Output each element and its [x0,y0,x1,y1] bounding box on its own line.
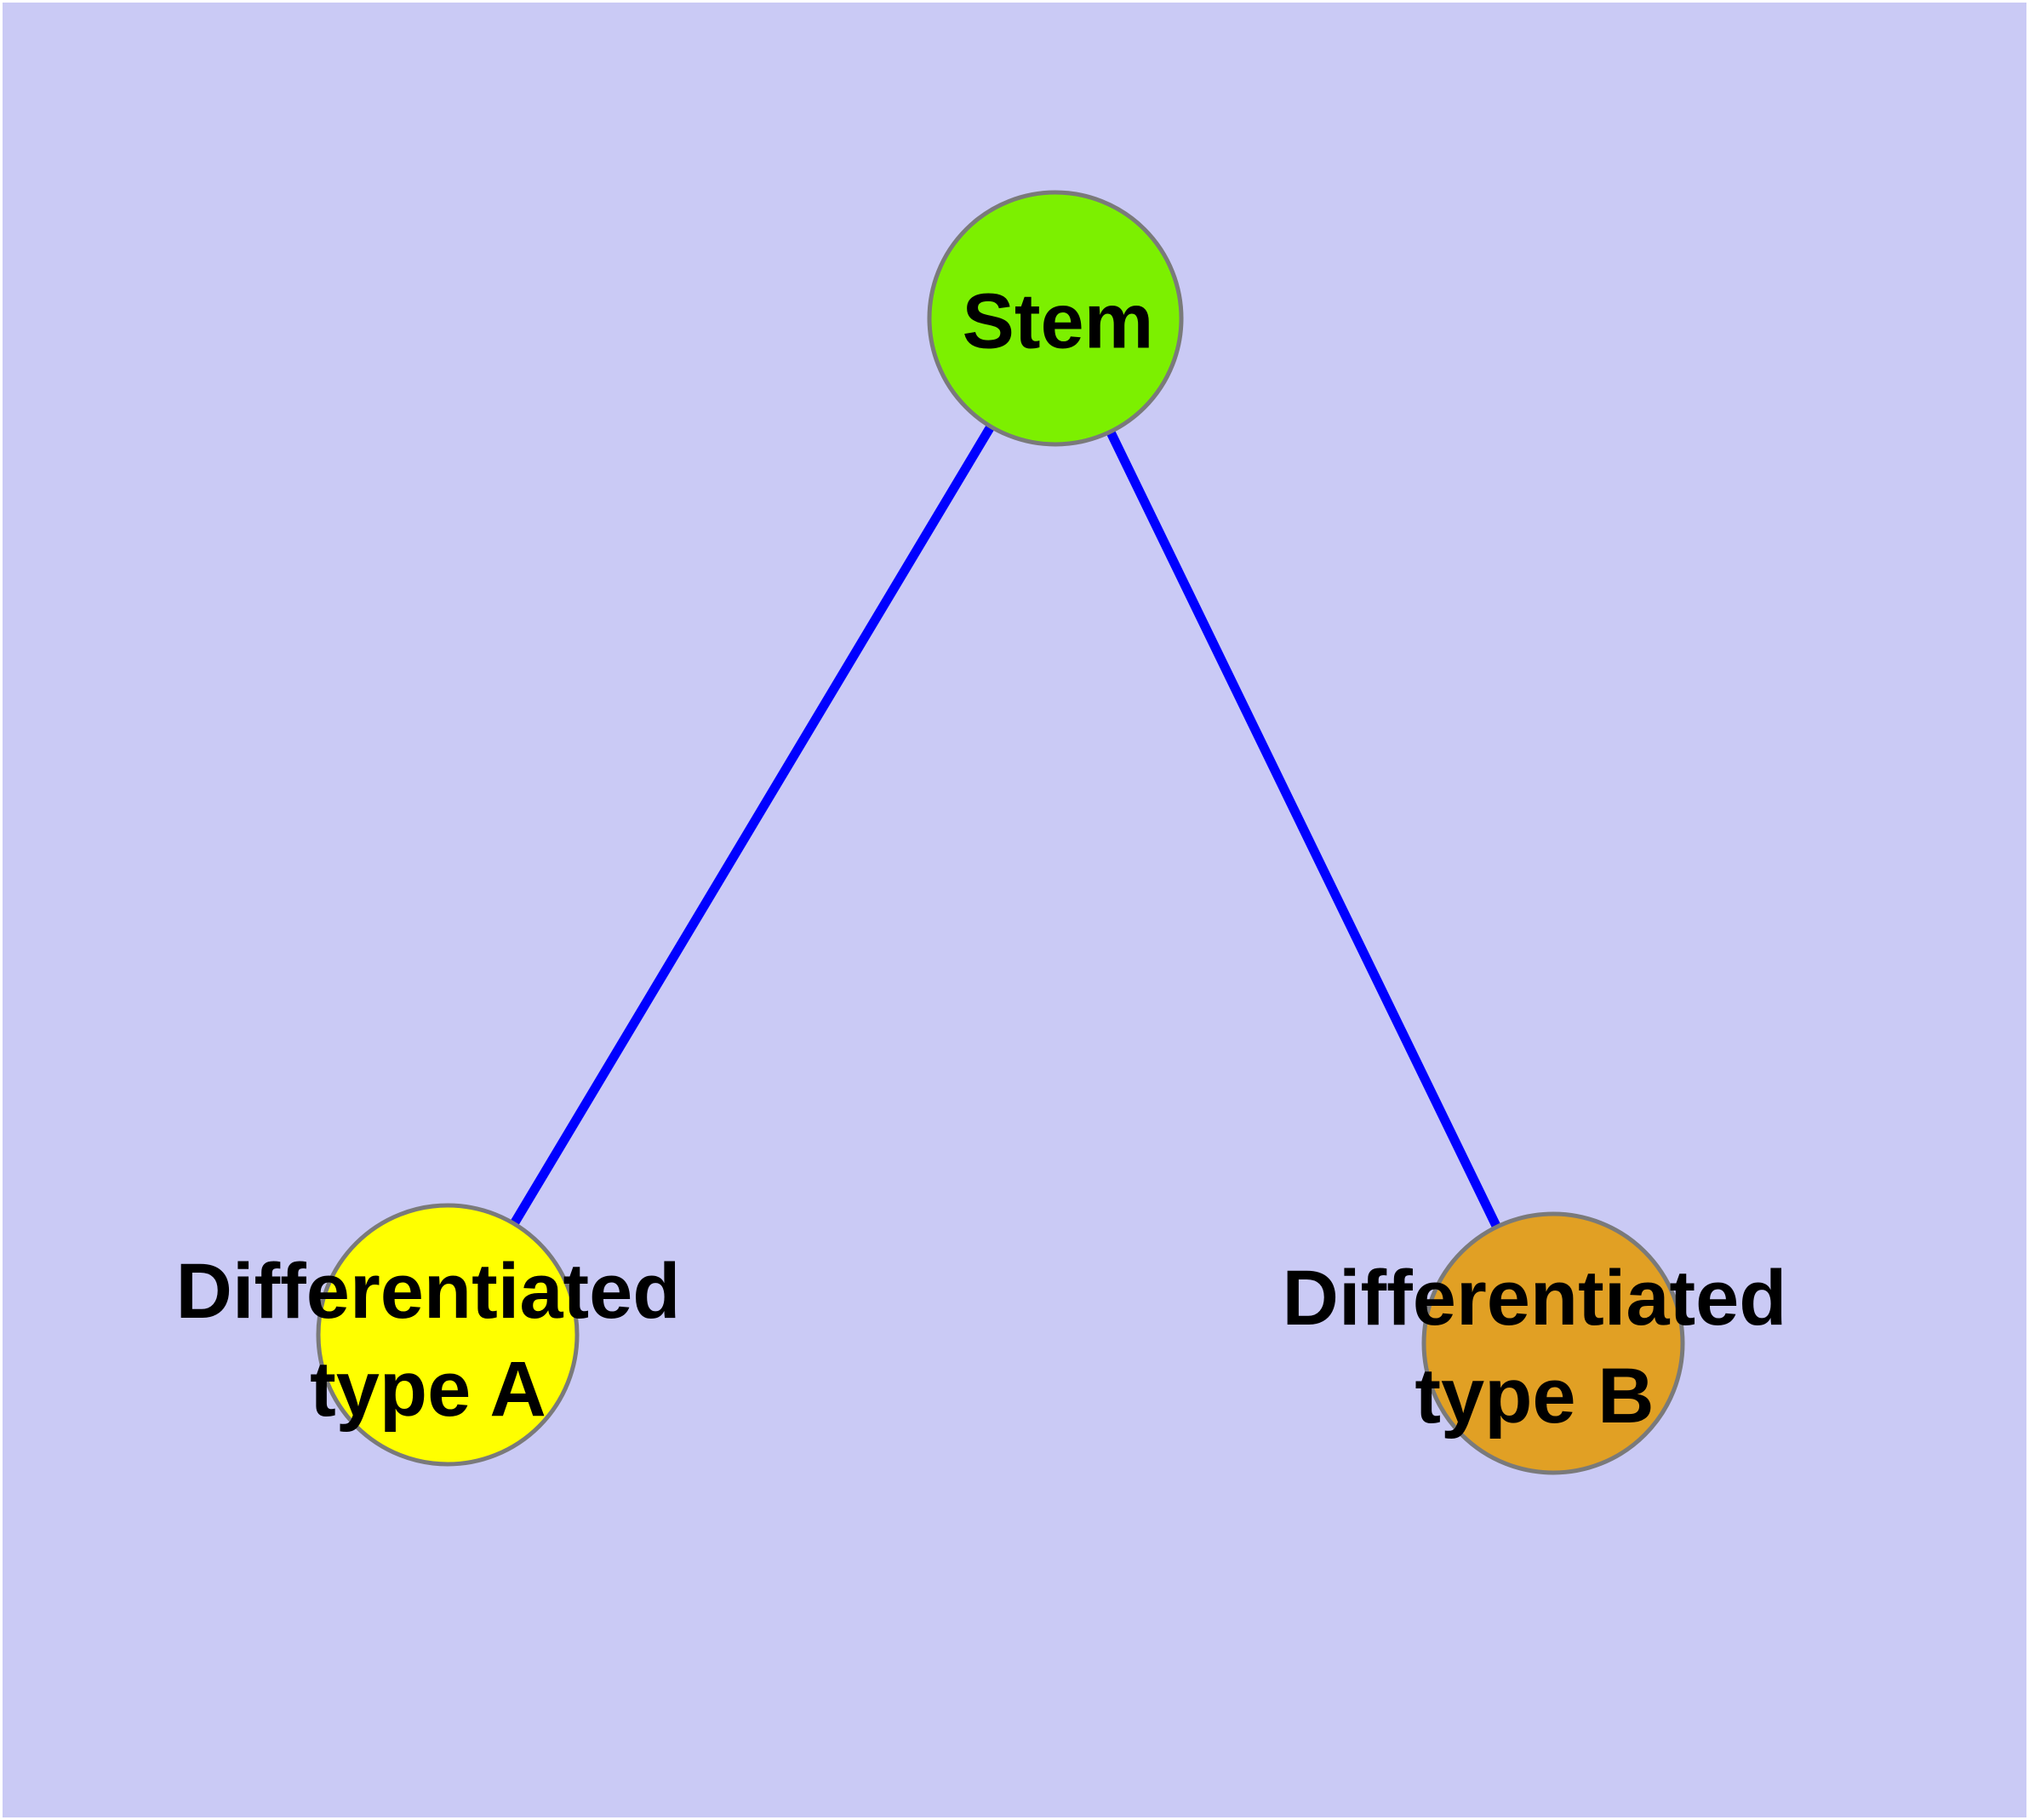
node-differentiated-type-b [1421,1211,1685,1475]
node-stem [927,190,1184,447]
graph-svg [316,190,1685,1475]
edge-stem-to-type-b [1051,316,1557,1346]
node-differentiated-type-a [316,1203,580,1467]
edge-stem-to-type-a [443,316,1060,1337]
